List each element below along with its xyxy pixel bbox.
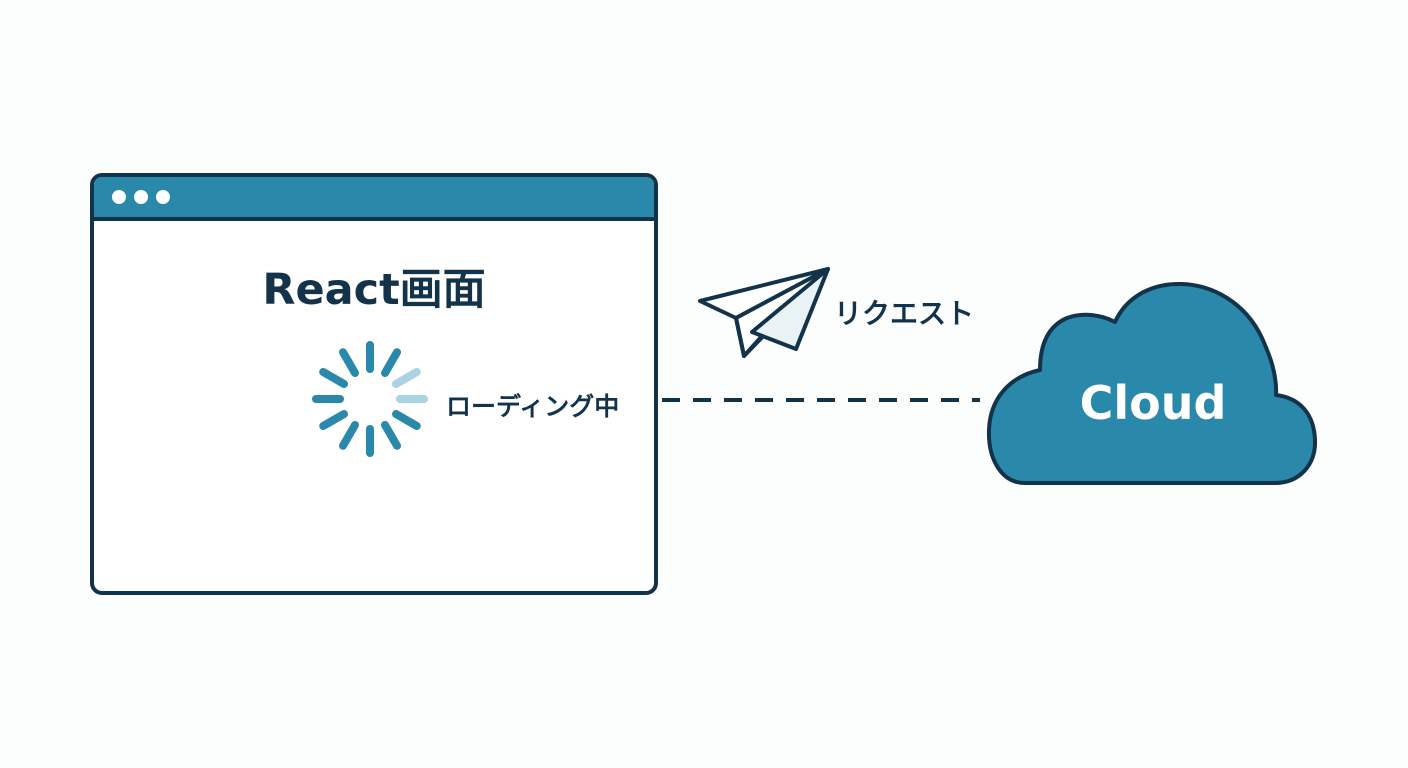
window-dot (134, 190, 148, 204)
spinner-segment (339, 348, 359, 377)
spinner-segment (392, 368, 421, 388)
cloud-icon (986, 281, 1318, 485)
browser-window: React画面 ローディング中 (90, 173, 658, 595)
window-title-bar (94, 177, 654, 221)
spinner-segment (319, 410, 348, 430)
screen-title: React画面 (262, 265, 486, 315)
spinner-segment (392, 410, 421, 430)
window-dot (112, 190, 126, 204)
window-dot (156, 190, 170, 204)
spinner-segment (381, 348, 401, 377)
spinner-icon (312, 341, 428, 457)
paper-plane-icon (698, 267, 830, 358)
spinner-segment (339, 421, 359, 450)
spinner-segment (381, 421, 401, 450)
spinner-segment (319, 368, 348, 388)
request-label: リクエスト (834, 297, 975, 330)
loading-label: ローディング中 (446, 392, 620, 421)
cloud-label: Cloud (1079, 376, 1227, 430)
